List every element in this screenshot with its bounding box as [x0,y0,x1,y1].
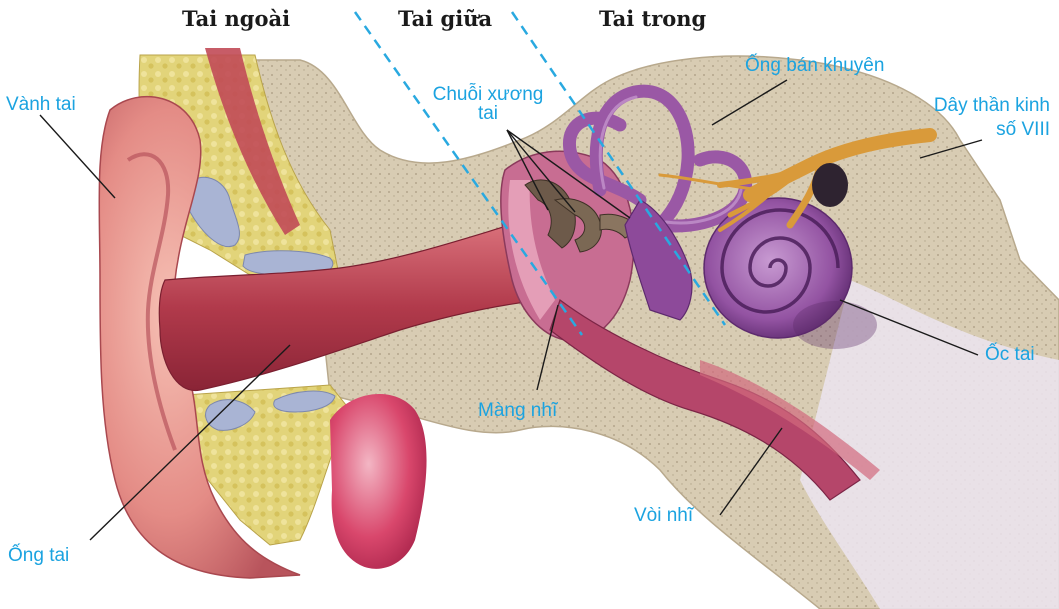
label-eardrum: Màng nhĩ [478,400,557,422]
label-pinna: Vành tai [6,94,76,116]
region-title-middle: Tai giữa [398,6,492,31]
label-nerve: Dây thần kinh số VIII [860,95,1050,141]
label-ossicles-line2: tai [418,103,558,125]
gland [330,394,427,569]
label-eustachian-tube: Vòi nhĩ [634,505,693,527]
region-title-outer: Tai ngoài [182,6,290,31]
label-cochlea: Ốc tai [985,344,1035,366]
label-nerve-line2: số VIII [860,119,1050,141]
label-nerve-line1: Dây thần kinh [860,95,1050,117]
label-ossicles: Chuỗi xương tai [418,84,558,125]
label-semicircular-canals: Ống bán khuyên [745,55,884,77]
region-title-inner: Tai trong [599,6,706,31]
label-ear-canal: Ống tai [8,545,69,567]
